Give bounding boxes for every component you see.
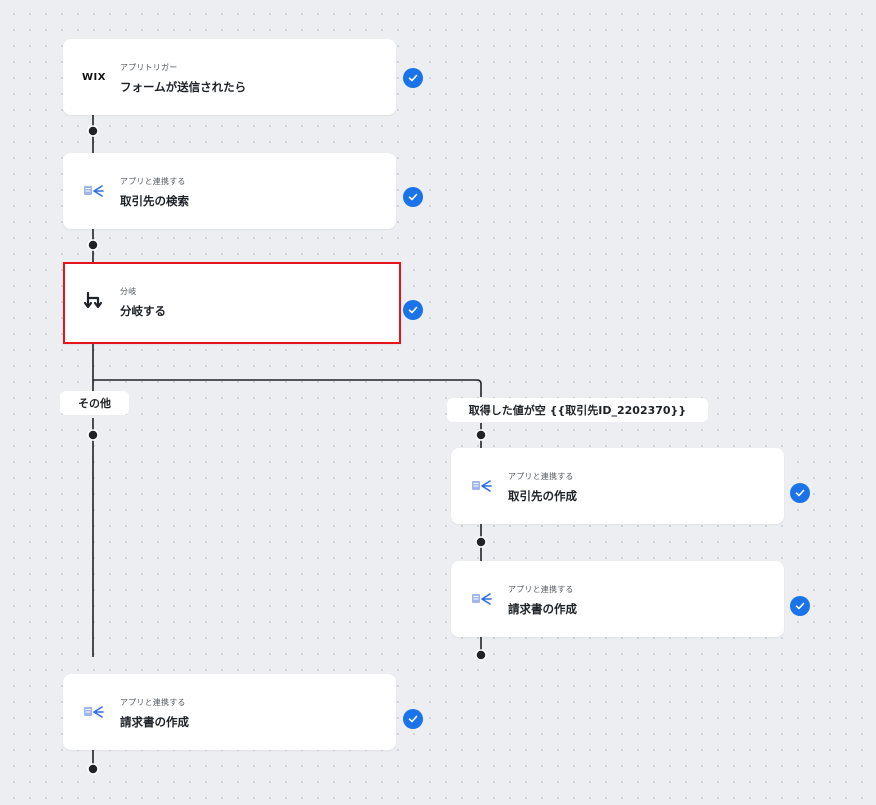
check-circle-icon xyxy=(403,709,423,729)
check-circle-icon xyxy=(403,300,423,320)
connector-dot xyxy=(87,429,99,441)
node-create-invoice-left[interactable]: アプリと連携する 請求書の作成 xyxy=(63,674,396,750)
connector-dot xyxy=(475,536,487,548)
node-create-client[interactable]: アプリと連携する 取引先の作成 xyxy=(451,448,784,524)
connector-dot xyxy=(87,239,99,251)
node-title: 請求書の作成 xyxy=(120,715,189,729)
node-subtitle: アプリと連携する xyxy=(508,472,574,481)
app-integration-icon xyxy=(469,476,495,496)
node-title: フォームが送信されたら xyxy=(120,80,247,94)
check-circle-icon xyxy=(403,68,423,88)
check-circle-icon xyxy=(790,483,810,503)
connector-dot xyxy=(475,649,487,661)
branch-icon xyxy=(81,291,107,311)
node-title: 分岐する xyxy=(120,304,166,318)
node-search-client[interactable]: アプリと連携する 取引先の検索 xyxy=(63,153,396,229)
node-title: 取引先の作成 xyxy=(508,489,577,503)
app-integration-icon xyxy=(469,589,495,609)
node-subtitle: アプリトリガー xyxy=(120,63,178,72)
node-title: 取引先の検索 xyxy=(120,194,189,208)
node-title: 請求書の作成 xyxy=(508,602,577,616)
connector-dot xyxy=(87,125,99,137)
app-integration-icon xyxy=(81,181,107,201)
connector-dot xyxy=(87,763,99,775)
node-subtitle: アプリと連携する xyxy=(120,698,186,707)
node-subtitle: 分岐 xyxy=(120,287,137,296)
node-branch[interactable]: 分岐 分岐する xyxy=(63,262,401,344)
wix-logo-icon: WIX xyxy=(82,71,106,83)
branch-label-condition[interactable]: 取得した値が空 {{取引先ID_2202370}} xyxy=(447,398,708,422)
node-subtitle: アプリと連携する xyxy=(120,177,186,186)
check-circle-icon xyxy=(403,187,423,207)
node-form-trigger[interactable]: WIX アプリトリガー フォームが送信されたら xyxy=(63,39,396,115)
connector-dot xyxy=(475,429,487,441)
node-subtitle: アプリと連携する xyxy=(508,585,574,594)
branch-label-other[interactable]: その他 xyxy=(60,391,129,415)
app-integration-icon xyxy=(81,702,107,722)
node-create-invoice-right[interactable]: アプリと連携する 請求書の作成 xyxy=(451,561,784,637)
check-circle-icon xyxy=(790,596,810,616)
